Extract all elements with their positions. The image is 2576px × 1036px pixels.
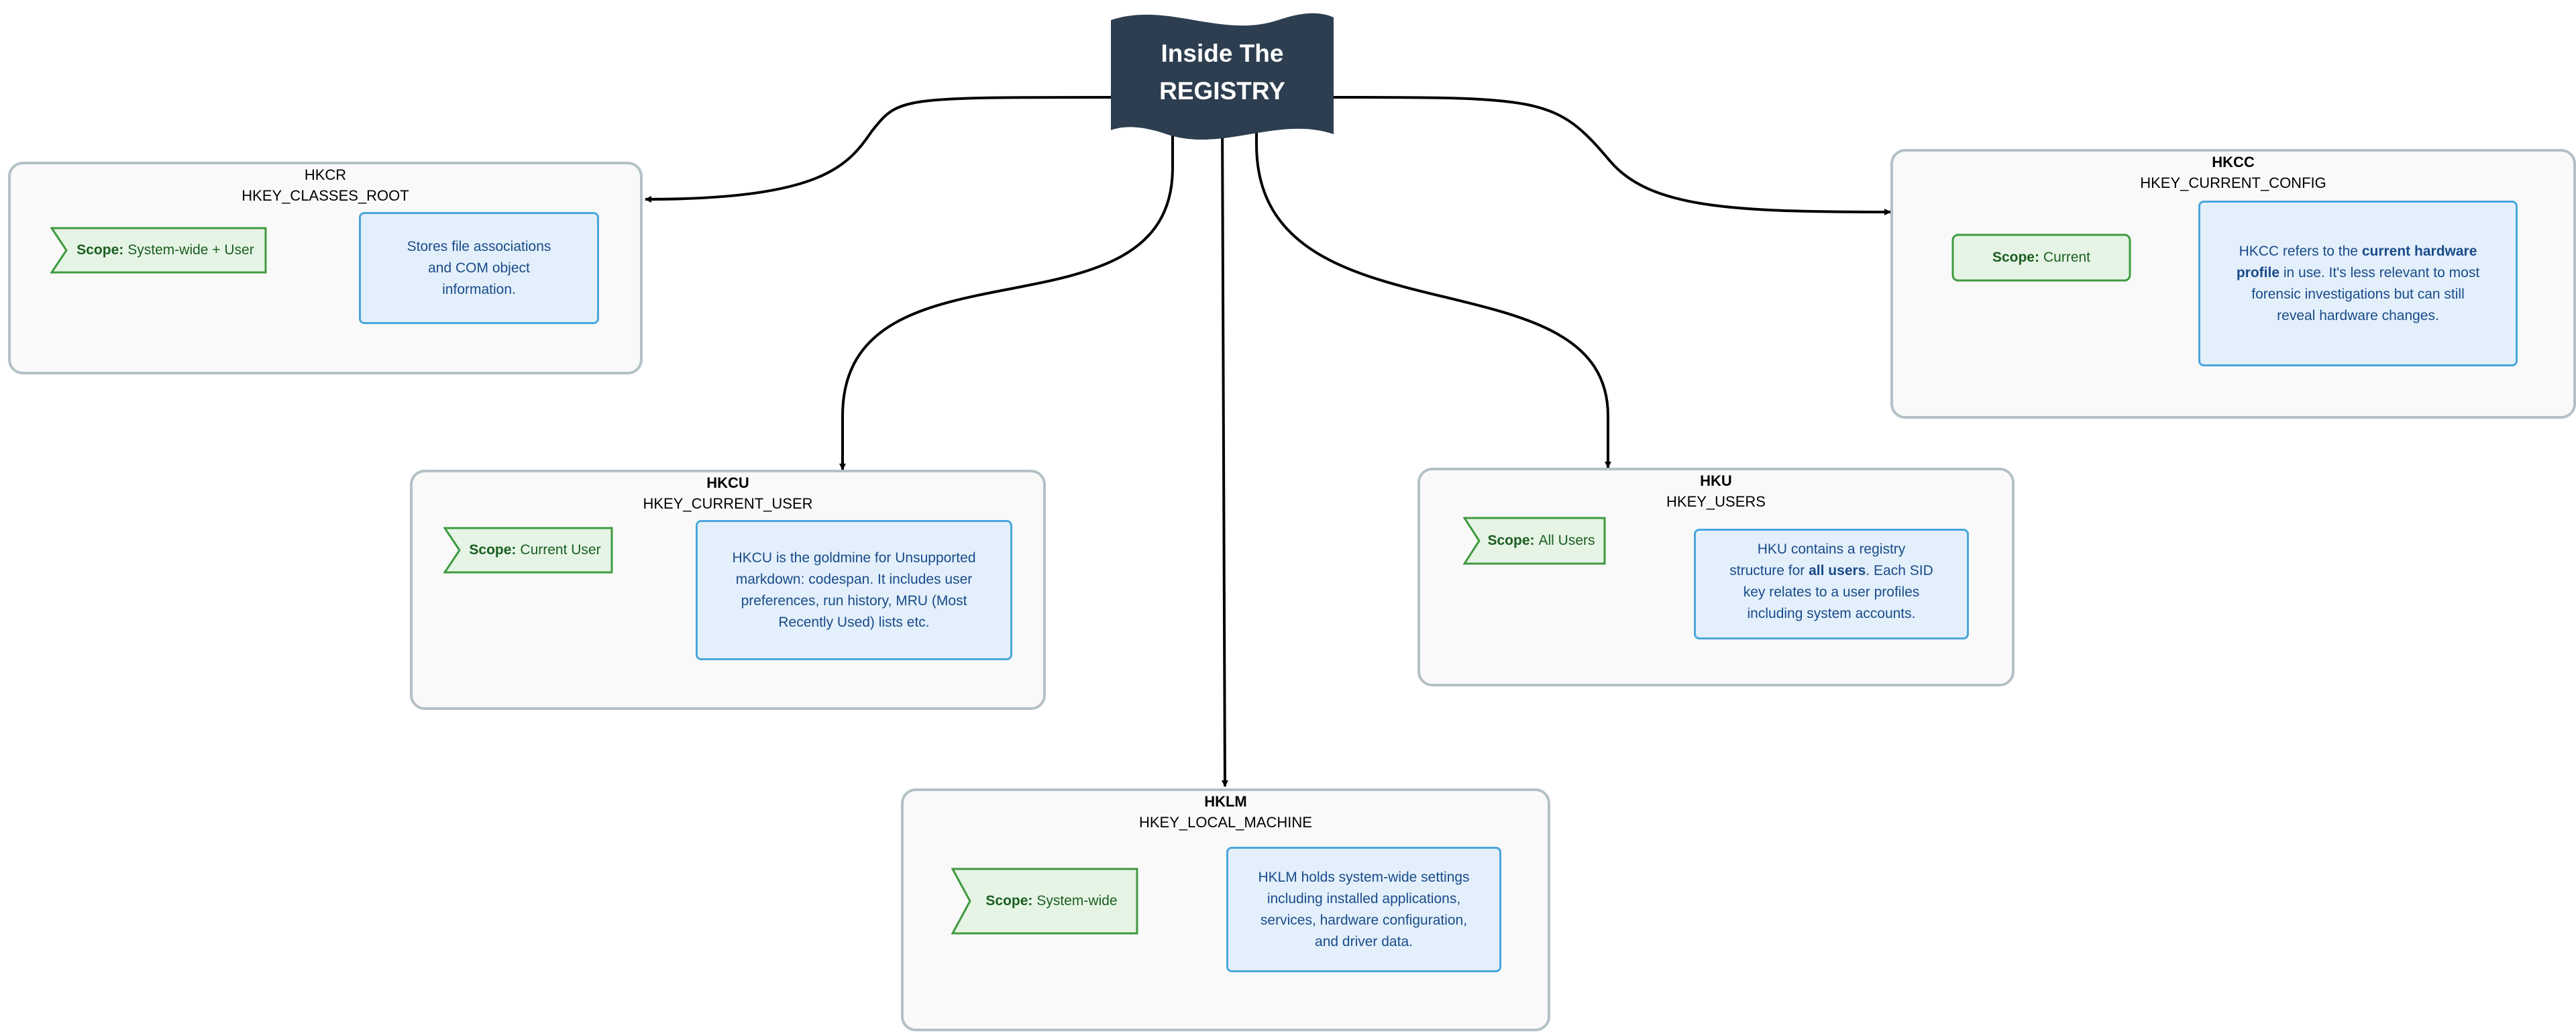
hive-title: HKCR HKEY_CLASSES_ROOT	[11, 164, 640, 206]
scope-key: Scope:	[1992, 250, 2039, 265]
registry-title-line2: REGISTRY	[1159, 77, 1285, 105]
connector-registry-to-hkcr	[645, 96, 1113, 203]
info-text: HKCU is the goldmine for Unsupported mar…	[732, 550, 976, 630]
scope-tag-hkcu: Scope: Current User	[443, 527, 613, 574]
scope-value: Current	[2043, 250, 2091, 265]
registry-title-line1: Inside The	[1161, 40, 1284, 67]
hive-title: HKCC HKEY_CURRENT_CONFIG	[1893, 152, 2573, 193]
hive-abbreviation: HKU	[1700, 472, 1732, 489]
hive-full-name: HKEY_LOCAL_MACHINE	[1139, 814, 1312, 831]
registry-title: Inside The REGISTRY	[1111, 35, 1334, 110]
connector-registry-to-hku	[1255, 111, 1611, 468]
scope-key: Scope:	[76, 242, 124, 258]
scope-tag-hklm: Scope: System-wide	[951, 868, 1138, 935]
hive-full-name: HKEY_CURRENT_USER	[643, 495, 813, 512]
hive-full-name: HKEY_USERS	[1666, 493, 1766, 510]
scope-value: System-wide	[1036, 893, 1118, 909]
hive-full-name: HKEY_CURRENT_CONFIG	[2140, 174, 2326, 191]
info-box-hkcu: HKCU is the goldmine for Unsupported mar…	[696, 520, 1012, 660]
hive-abbreviation: HKLM	[1204, 793, 1247, 810]
info-box-hklm: HKLM holds system-wide settings includin…	[1226, 847, 1501, 972]
scope-value: System-wide + User	[127, 242, 254, 258]
scope-key: Scope:	[469, 542, 517, 558]
scope-key: Scope:	[1487, 533, 1535, 548]
scope-value: All Users	[1538, 533, 1595, 548]
info-text: HKCC refers to the current hardware prof…	[2234, 241, 2482, 327]
info-box-hkcr: Stores file associations and COM object …	[359, 212, 599, 324]
info-text-pre: HKU contains a registry structure for	[1729, 541, 1906, 578]
info-text-emphasis: all users	[1809, 563, 1866, 578]
scope-value: Current User	[520, 542, 601, 558]
hive-abbreviation: HKCR	[304, 166, 347, 183]
hive-title: HKU HKEY_USERS	[1420, 470, 2012, 512]
registry-banner	[1111, 13, 1334, 140]
scope-tag-hku: Scope: All Users	[1463, 517, 1606, 565]
scope-tag-hkcr: Scope: System-wide + User	[50, 227, 267, 274]
info-text: Stores file associations and COM object …	[407, 238, 551, 297]
info-box-hkcc: HKCC refers to the current hardware prof…	[2198, 201, 2518, 366]
hive-title: HKLM HKEY_LOCAL_MACHINE	[904, 791, 1548, 833]
info-text-pre: HKCC refers to the	[2239, 243, 2362, 259]
info-text: HKU contains a registry structure for al…	[1728, 539, 1935, 625]
info-text-post: in use. It's less relevant to most foren…	[2251, 264, 2480, 323]
hive-title: HKCU HKEY_CURRENT_USER	[413, 472, 1043, 514]
scope-tag-hkcc: Scope: Current	[1951, 234, 2131, 282]
connector-registry-to-hkcu	[839, 127, 1174, 470]
hive-full-name: HKEY_CLASSES_ROOT	[241, 187, 409, 204]
info-text: HKLM holds system-wide settings includin…	[1258, 869, 1470, 949]
hive-abbreviation: HKCC	[2212, 154, 2255, 170]
scope-key: Scope:	[985, 893, 1033, 909]
info-text-post: . Each SID key relates to a user profile…	[1743, 563, 1933, 621]
hive-abbreviation: HKCU	[706, 474, 749, 491]
info-box-hku: HKU contains a registry structure for al…	[1694, 529, 1969, 639]
connector-registry-to-hklm	[1221, 117, 1228, 787]
connector-registry-to-hkcc	[1333, 96, 1891, 215]
info-text-emphasis: current hardware profile	[2236, 243, 2477, 280]
